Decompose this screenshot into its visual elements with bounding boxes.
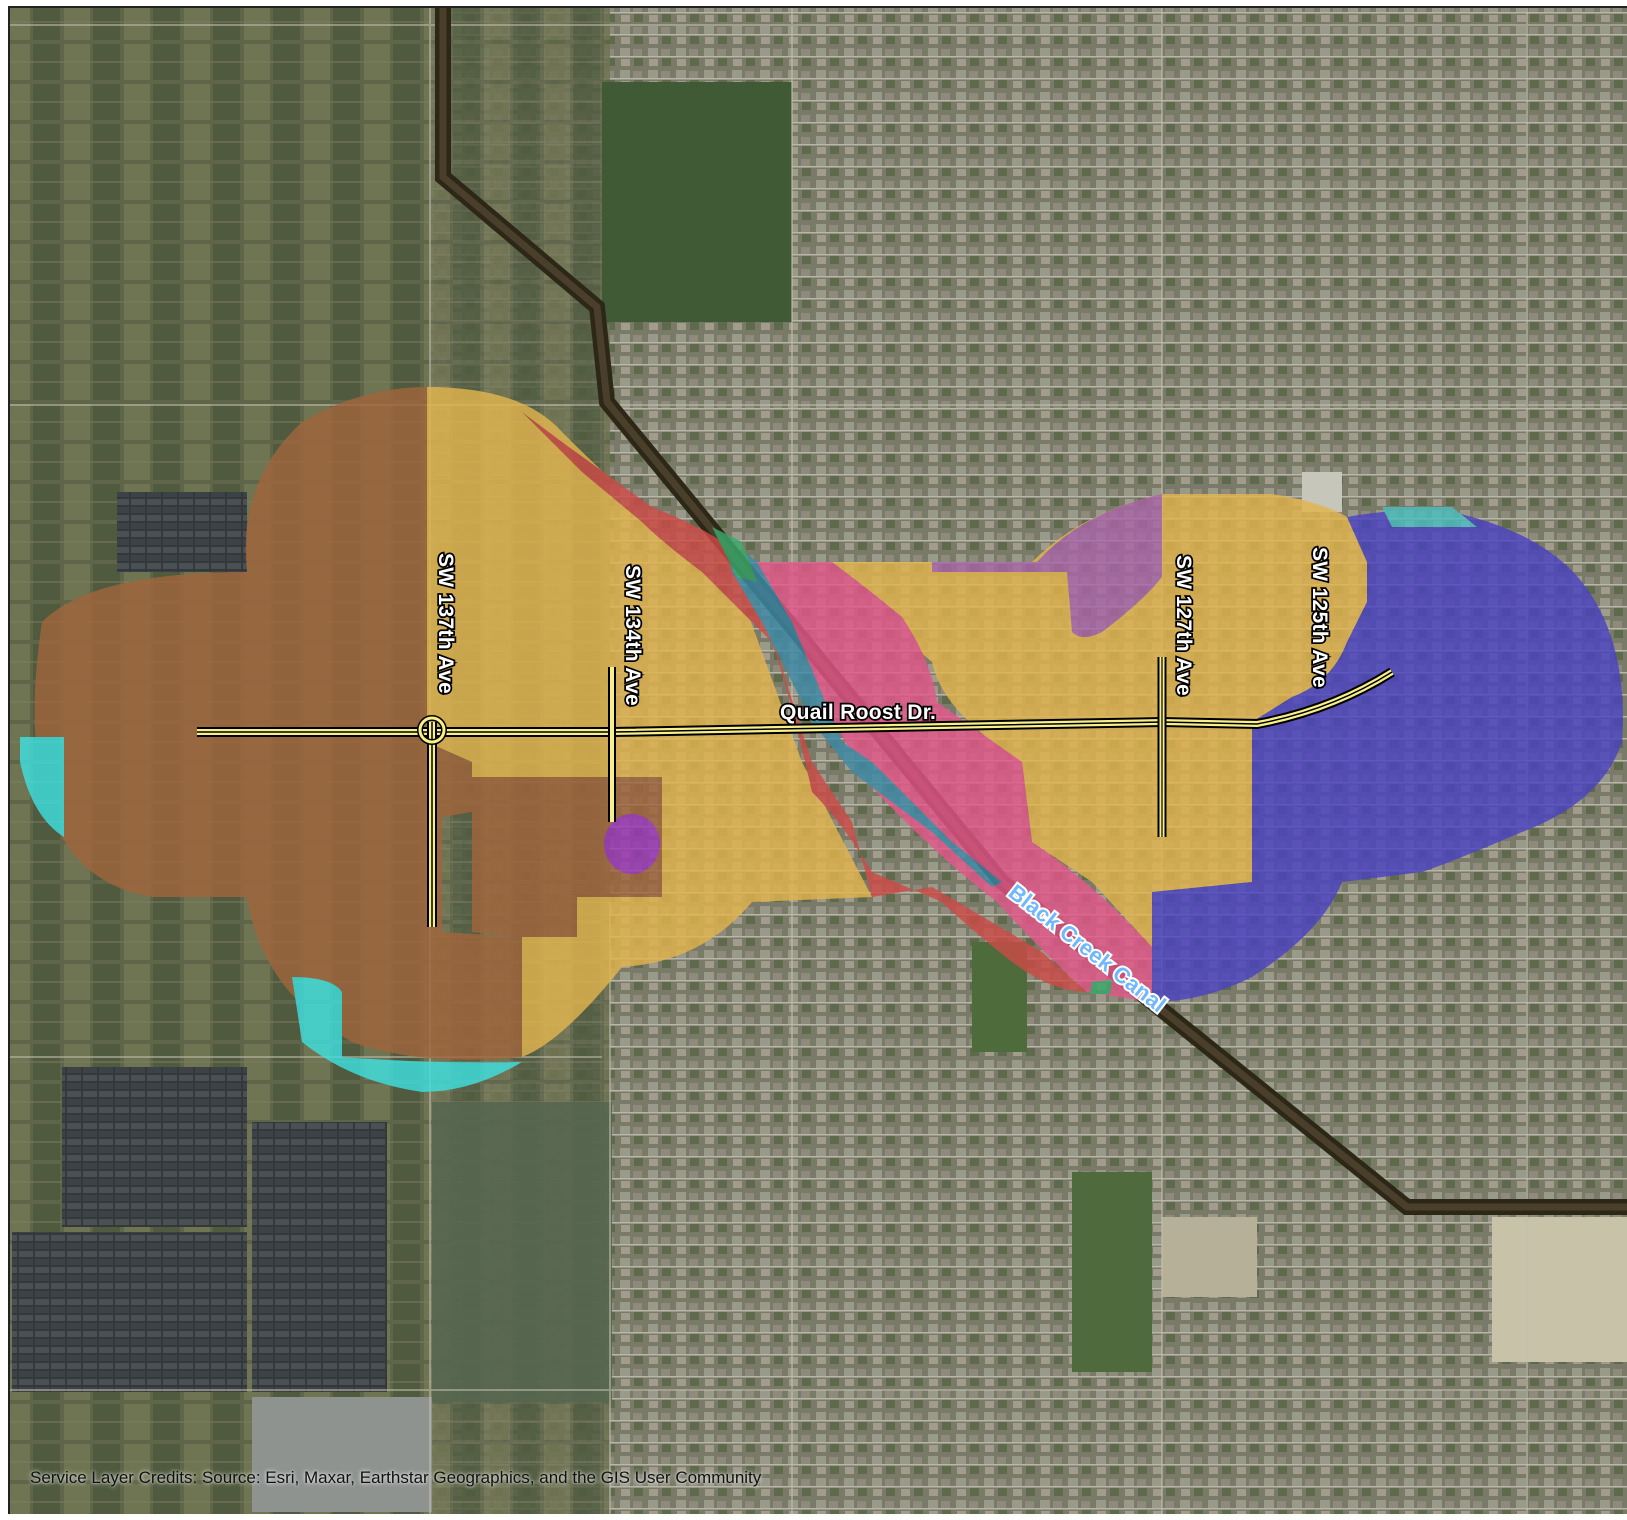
label-sw134: SW 134th Ave (621, 565, 644, 706)
zone-cyan-northeast (1382, 507, 1477, 527)
label-quail-roost: Quail Roost Dr. (780, 701, 936, 724)
label-sw125: SW 125th Ave (1308, 547, 1331, 688)
map-canvas[interactable]: Quail Roost Dr. SW 137th Ave SW 134th Av… (10, 8, 1627, 1514)
service-layer-credits: Service Layer Credits: Source: Esri, Max… (30, 1468, 762, 1487)
label-sw127: SW 127th Ave (1172, 555, 1195, 696)
zone-purple (932, 494, 1162, 637)
zone-green-south (1090, 980, 1112, 994)
zone-cyan-south (292, 977, 522, 1092)
map-view[interactable]: Quail Roost Dr. SW 137th Ave SW 134th Av… (8, 6, 1627, 1514)
zone-pink (757, 562, 1152, 1002)
zone-violet (604, 814, 660, 874)
road-network (197, 657, 1395, 927)
zone-yellow-central (427, 387, 872, 1057)
zone-blue (1152, 510, 1623, 1002)
label-sw137: SW 137th Ave (434, 553, 457, 694)
zone-green (712, 527, 757, 582)
zone-brown (34, 387, 522, 1060)
zone-cyan-west (20, 737, 64, 837)
